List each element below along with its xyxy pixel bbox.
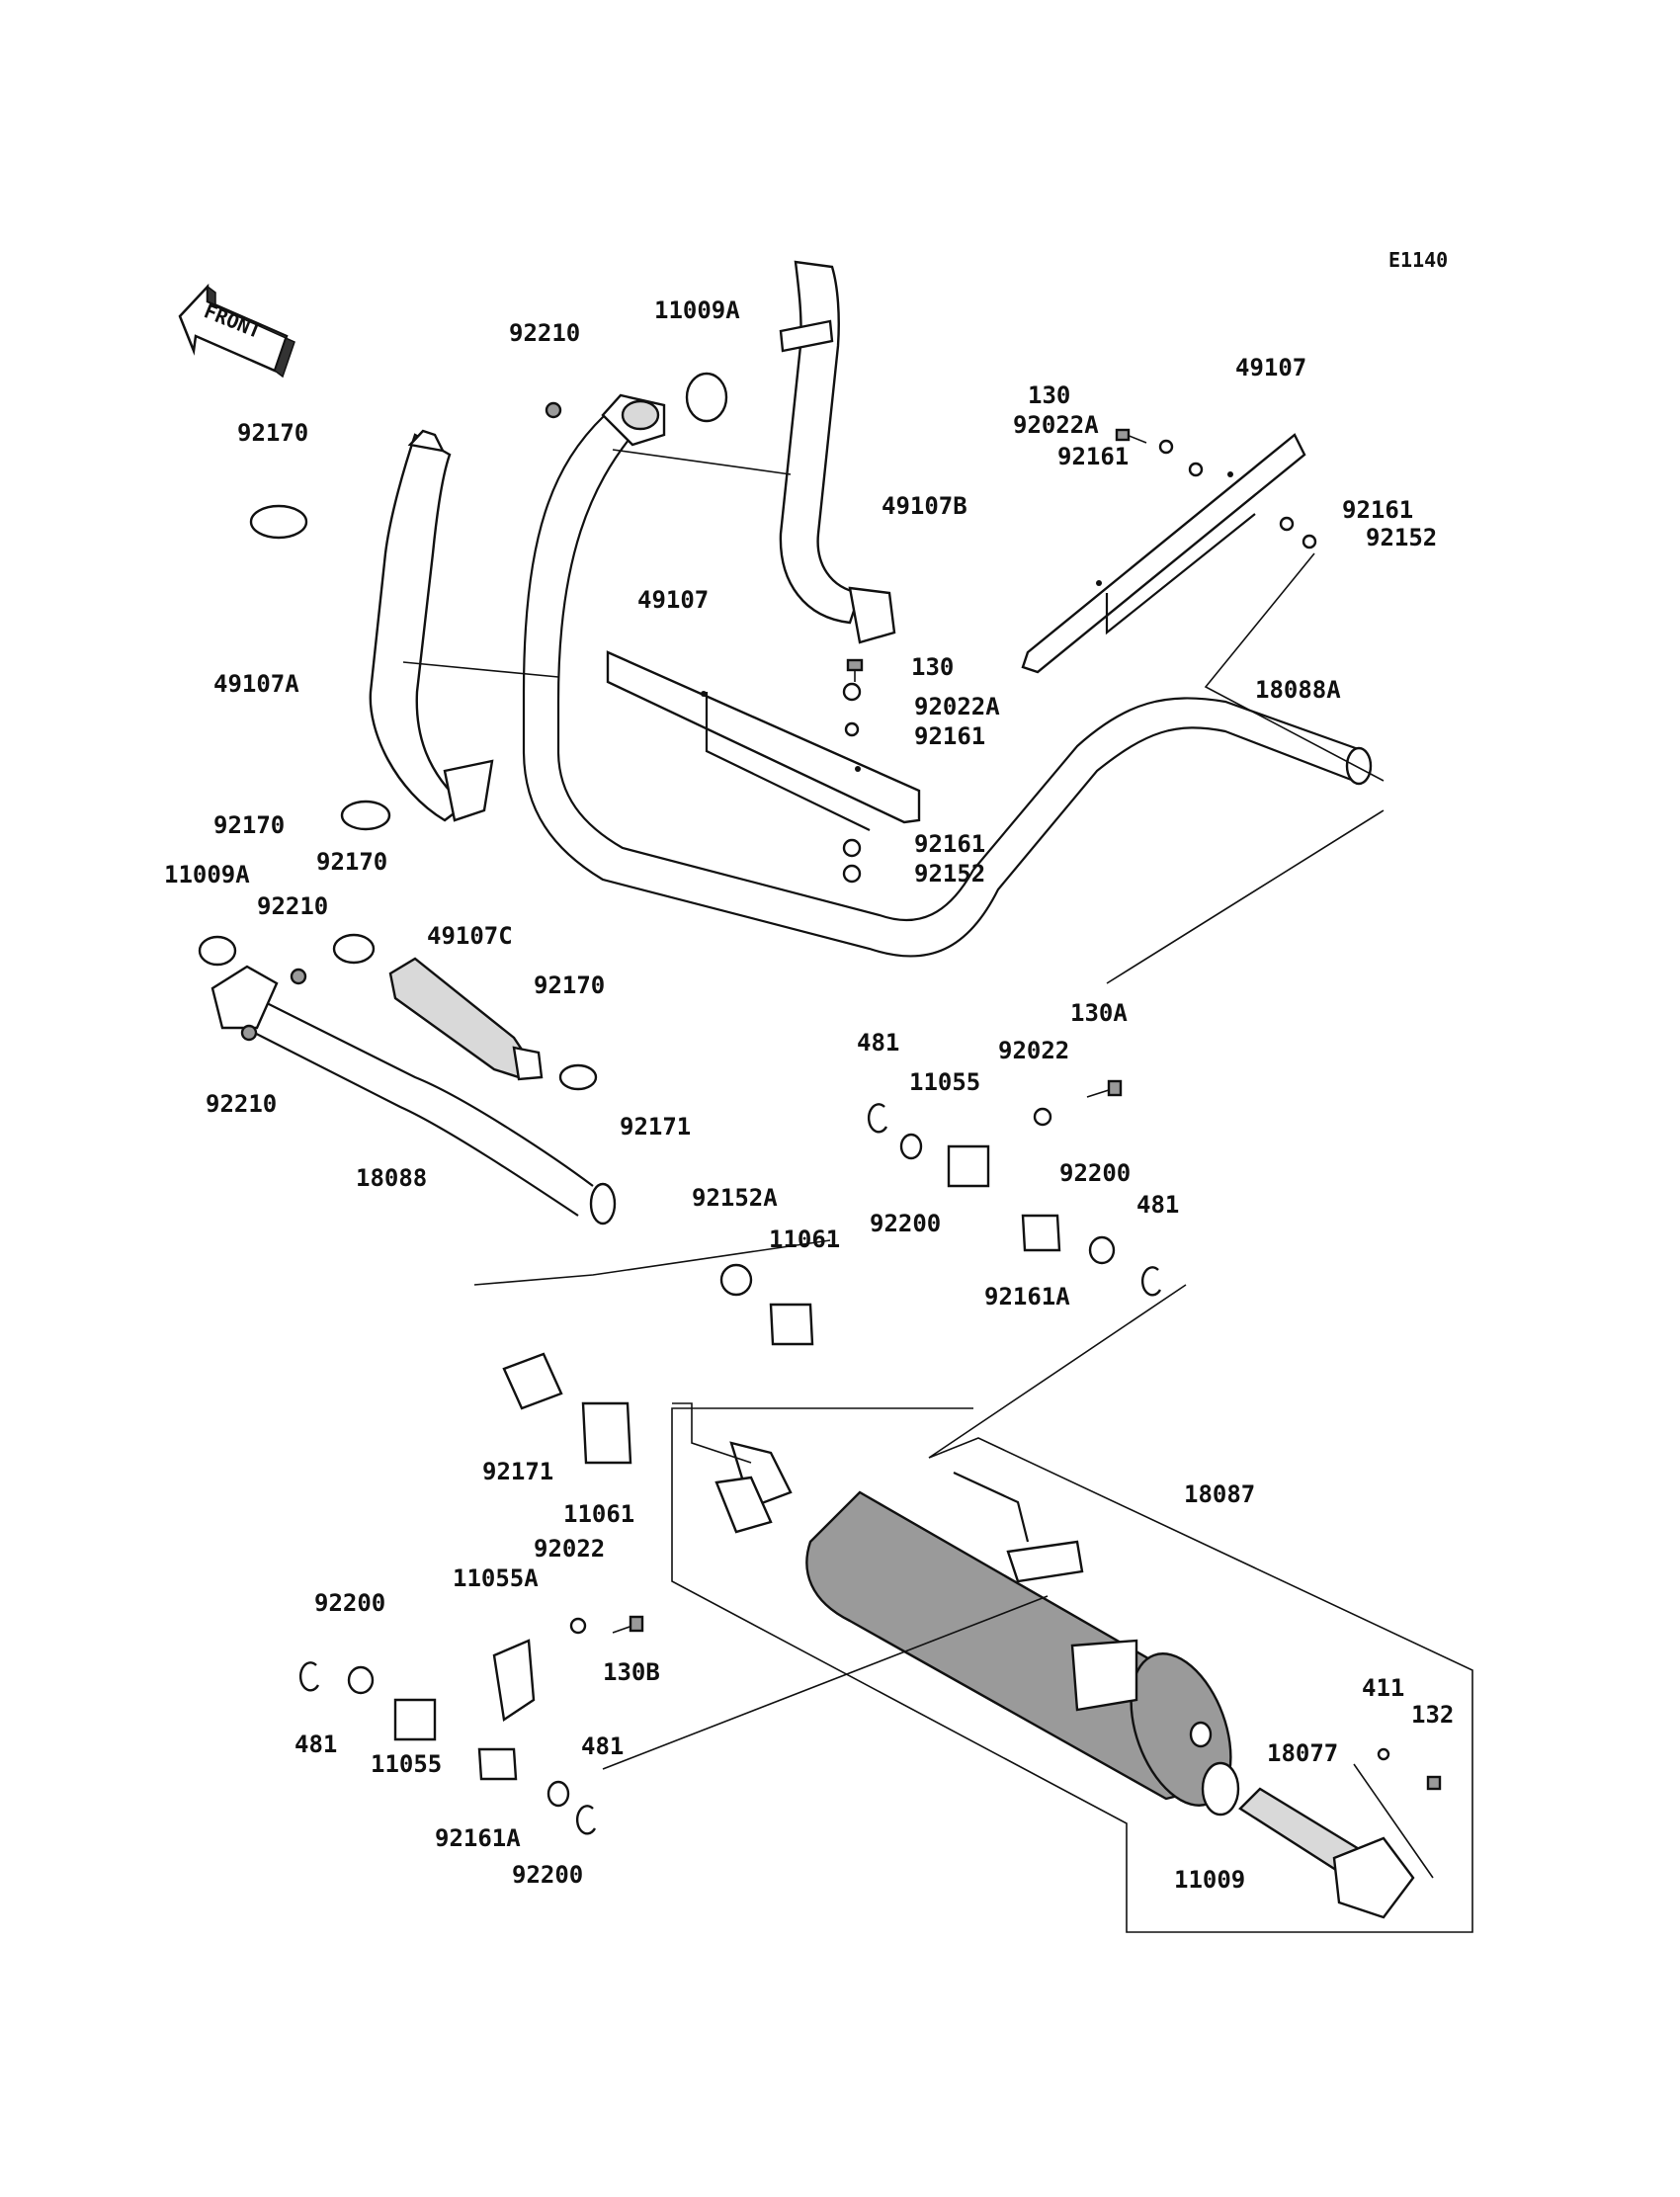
part-number-label: 18088A: [1255, 676, 1341, 704]
part-number-label: 92170: [213, 811, 285, 839]
part-number-label: 11009A: [654, 296, 740, 324]
part-number-label: 11061: [563, 1500, 634, 1528]
part-number-label: 92171: [620, 1113, 691, 1141]
exhaust-pipe-18088: [210, 965, 617, 1225]
part-number-label: 130B: [603, 1658, 660, 1686]
part-number-label: 11055: [909, 1068, 980, 1096]
part-number-label: 92161: [1057, 443, 1129, 470]
exhaust-pipe-18088a: [522, 393, 1373, 958]
heat-guard-49107-center: [606, 650, 921, 831]
part-number-label: 92022A: [914, 693, 1000, 720]
part-number-label: 481: [857, 1029, 899, 1056]
heat-guard-49107a: [369, 429, 494, 822]
part-number-label: 92200: [870, 1210, 941, 1237]
part-number-label: 92200: [314, 1589, 385, 1617]
heat-guard-49107b: [779, 260, 896, 644]
heat-guard-49107-right: [1021, 433, 1306, 674]
part-number-label: 92161A: [435, 1824, 521, 1852]
gasket-washer-group: [198, 372, 1390, 1817]
part-number-label: 92171: [482, 1458, 553, 1485]
part-number-label: 481: [294, 1731, 337, 1758]
front-arrow-icon: FRONT: [178, 283, 295, 379]
part-number-label: 11009: [1174, 1866, 1245, 1894]
part-number-label: 49107: [1235, 354, 1306, 381]
part-number-label: 49107B: [882, 492, 967, 520]
part-number-label: 49107C: [427, 922, 513, 950]
part-number-label: 411: [1362, 1674, 1404, 1702]
part-number-label: 92022: [998, 1037, 1069, 1064]
muffler-18087: [714, 1441, 1232, 1807]
part-number-label: 92152: [1366, 524, 1437, 551]
leader-lines: [402, 449, 1473, 1933]
part-number-label: 92022: [534, 1535, 605, 1563]
part-number-label: 18087: [1184, 1480, 1255, 1508]
part-number-label: 92161: [914, 722, 985, 750]
part-number-label: 49107A: [213, 670, 299, 698]
part-number-label: 92170: [237, 419, 308, 447]
part-number-label: 132: [1411, 1701, 1454, 1729]
part-number-label: 130A: [1070, 999, 1128, 1027]
part-number-label: 11055: [371, 1750, 442, 1778]
part-number-label: 481: [581, 1732, 624, 1760]
part-number-label: 11055A: [453, 1564, 539, 1592]
part-number-label: 92170: [316, 848, 387, 876]
part-number-label: 92170: [534, 972, 605, 999]
bolt-group: [612, 428, 1442, 1791]
part-labels: 9217049107A9221011009A49107B13092022A921…: [164, 296, 1454, 1894]
catalyst-49107c: [388, 957, 544, 1081]
nut-92210: [240, 401, 562, 1042]
part-number-label: 92200: [512, 1861, 583, 1889]
part-number-label: 92200: [1059, 1159, 1131, 1187]
clamp-92170: [249, 504, 598, 1091]
part-number-label: 130: [1028, 381, 1070, 409]
part-number-label: 18088: [356, 1164, 427, 1192]
part-number-label: 18077: [1267, 1739, 1338, 1767]
part-number-label: 92022A: [1013, 411, 1099, 439]
part-number-label: 92152: [914, 860, 985, 887]
diagram-code: E1140: [1388, 248, 1448, 272]
part-number-label: 92210: [206, 1090, 277, 1118]
part-number-label: 11009A: [164, 861, 250, 888]
part-number-label: 130: [911, 653, 954, 681]
part-number-label: 92161: [914, 830, 985, 858]
part-number-label: 92210: [509, 319, 580, 347]
tail-pipe-18077: [1238, 1787, 1415, 1919]
part-number-label: 481: [1136, 1191, 1179, 1219]
part-number-label: 92152A: [692, 1184, 778, 1212]
part-number-label: 92161A: [984, 1283, 1070, 1310]
part-number-label: 92210: [257, 892, 328, 920]
part-number-label: 92161: [1342, 496, 1413, 524]
part-number-label: 49107: [637, 586, 709, 614]
part-number-label: 11061: [769, 1225, 840, 1253]
bushing-bracket-group: [298, 1103, 1162, 1835]
